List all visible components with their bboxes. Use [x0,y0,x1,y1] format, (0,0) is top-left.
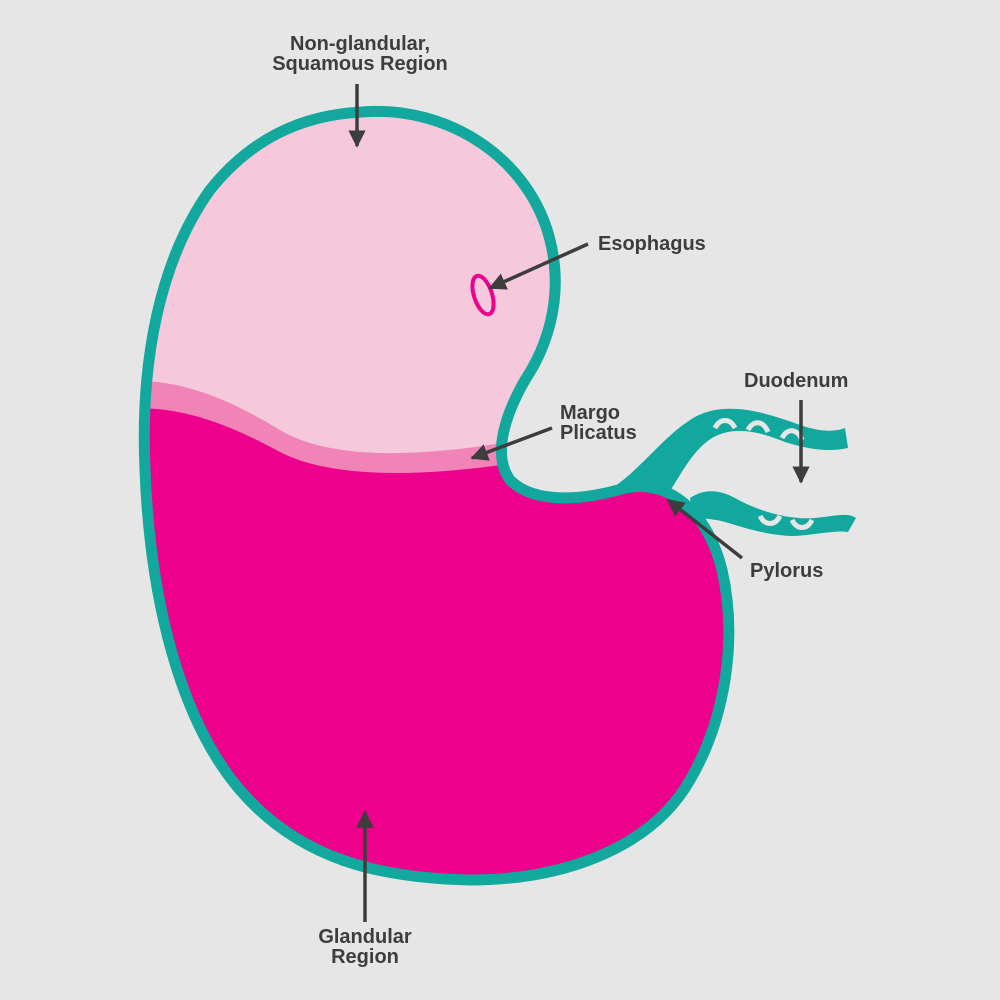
glandular-region [144,408,729,880]
esophagus-ring [470,273,496,317]
label-arrows [348,84,810,922]
arrow-pylorus [666,498,744,560]
stomach-outline [138,105,735,886]
label-duodenum: Duodenum [744,370,849,392]
stomach-body [138,105,735,886]
label-esophagus: Esophagus [598,233,706,255]
label-margo-plicatus: Margo Plicatus [560,402,637,444]
label-non-glandular-squamous-region: Non-glandular, Squamous Region [272,33,448,75]
label-glandular-region: Glandular Region [318,926,412,968]
label-pylorus: Pylorus [750,560,824,582]
arrow-esophagus [488,242,589,290]
arrow-margo-plicatus [470,426,553,461]
